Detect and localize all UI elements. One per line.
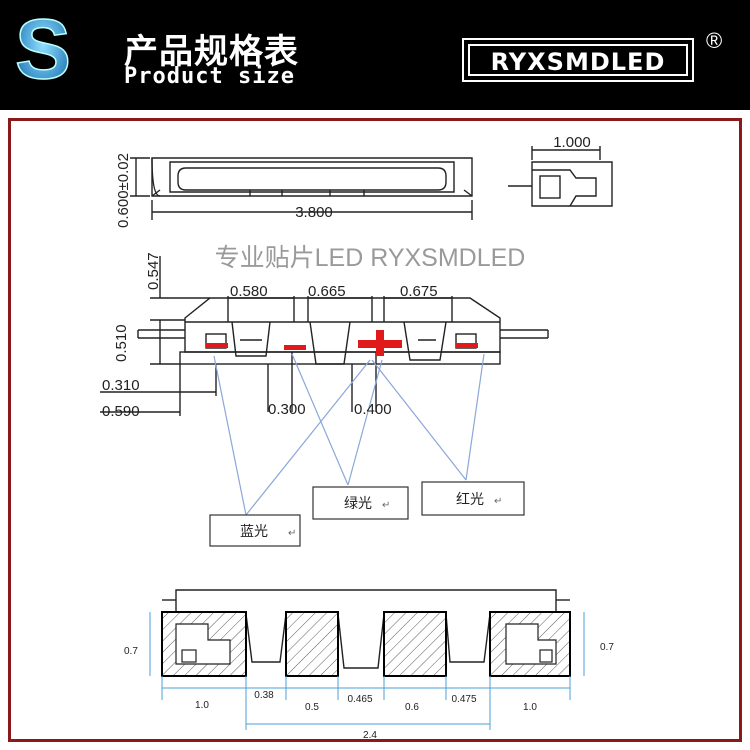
- pad-dim-1: 1.0: [195, 700, 209, 711]
- dim-height: 0.600±0.02: [115, 153, 132, 228]
- page-title-cn: 产品规格表: [124, 32, 299, 72]
- callout-label-red: 红光: [456, 491, 484, 507]
- watermark: 专业贴片LED RYXSMDLED: [215, 244, 526, 272]
- dim-0547: 0.547: [145, 252, 162, 290]
- dim-side-width: 1.000: [553, 134, 591, 151]
- pad-dim-2: 0.5: [305, 702, 319, 713]
- green-chip-mark: [284, 345, 306, 350]
- dim-0310: 0.310: [102, 377, 140, 394]
- red-chip-mark-v: [376, 330, 384, 356]
- side-view-body: [508, 146, 613, 207]
- logo-letter: S: [15, 6, 71, 92]
- blue-chip-mark: [206, 343, 228, 348]
- solder-pads: [161, 611, 571, 677]
- pad-dim-4: 1.0: [523, 702, 537, 713]
- dim-length: 3.800: [295, 204, 333, 221]
- pad-layout: [162, 589, 570, 669]
- header-bar: S 产品规格表 Product size RYXSMDLED ®: [0, 0, 750, 110]
- brand-name: RYXSMDLED: [468, 44, 688, 76]
- total-dim: 2.4: [363, 730, 377, 741]
- led-chip-marks: [206, 330, 478, 356]
- callout-label-green: 绿光: [344, 495, 372, 511]
- top-view-body: [130, 157, 473, 220]
- dim-0400: 0.400: [354, 401, 392, 418]
- callout-box-blue: [209, 514, 301, 547]
- pad-dim-left-height: 0.7: [124, 646, 138, 657]
- callout-label-blue: 蓝光: [240, 523, 268, 539]
- callout-mark-red: ↵: [494, 496, 502, 507]
- gap-dim-1: 0.38: [254, 690, 274, 701]
- chip-mark-right: [456, 343, 478, 348]
- pad-3: [383, 611, 447, 677]
- dim-0590: 0.590: [102, 403, 140, 420]
- dim-0675: 0.675: [400, 283, 438, 300]
- pad-dimension-lines: [149, 612, 585, 730]
- gap-dim-3: 0.475: [451, 694, 476, 705]
- logo-s-icon: S: [14, 6, 72, 92]
- front-view-body: [100, 256, 549, 416]
- dim-0580: 0.580: [230, 283, 268, 300]
- spec-panel: [0, 110, 750, 750]
- spec-frame: [8, 118, 742, 742]
- pad-dim-3: 0.6: [405, 702, 419, 713]
- pad-dim-right-height: 0.7: [600, 642, 614, 653]
- dim-0510: 0.510: [113, 324, 130, 362]
- brand-box: RYXSMDLED: [462, 38, 694, 82]
- callout-mark-blue: ↵: [288, 528, 296, 539]
- dim-0300: 0.300: [268, 401, 306, 418]
- gap-dim-2: 0.465: [347, 694, 372, 705]
- dim-0665: 0.665: [308, 283, 346, 300]
- callout-box-green: [312, 486, 409, 520]
- callout-mark-green: ↵: [382, 500, 390, 511]
- pad-2: [285, 611, 339, 677]
- page-title-en: Product size: [124, 64, 295, 89]
- callout-lines: [213, 353, 485, 516]
- callout-box-red: [421, 481, 525, 516]
- registered-mark: ®: [706, 28, 723, 53]
